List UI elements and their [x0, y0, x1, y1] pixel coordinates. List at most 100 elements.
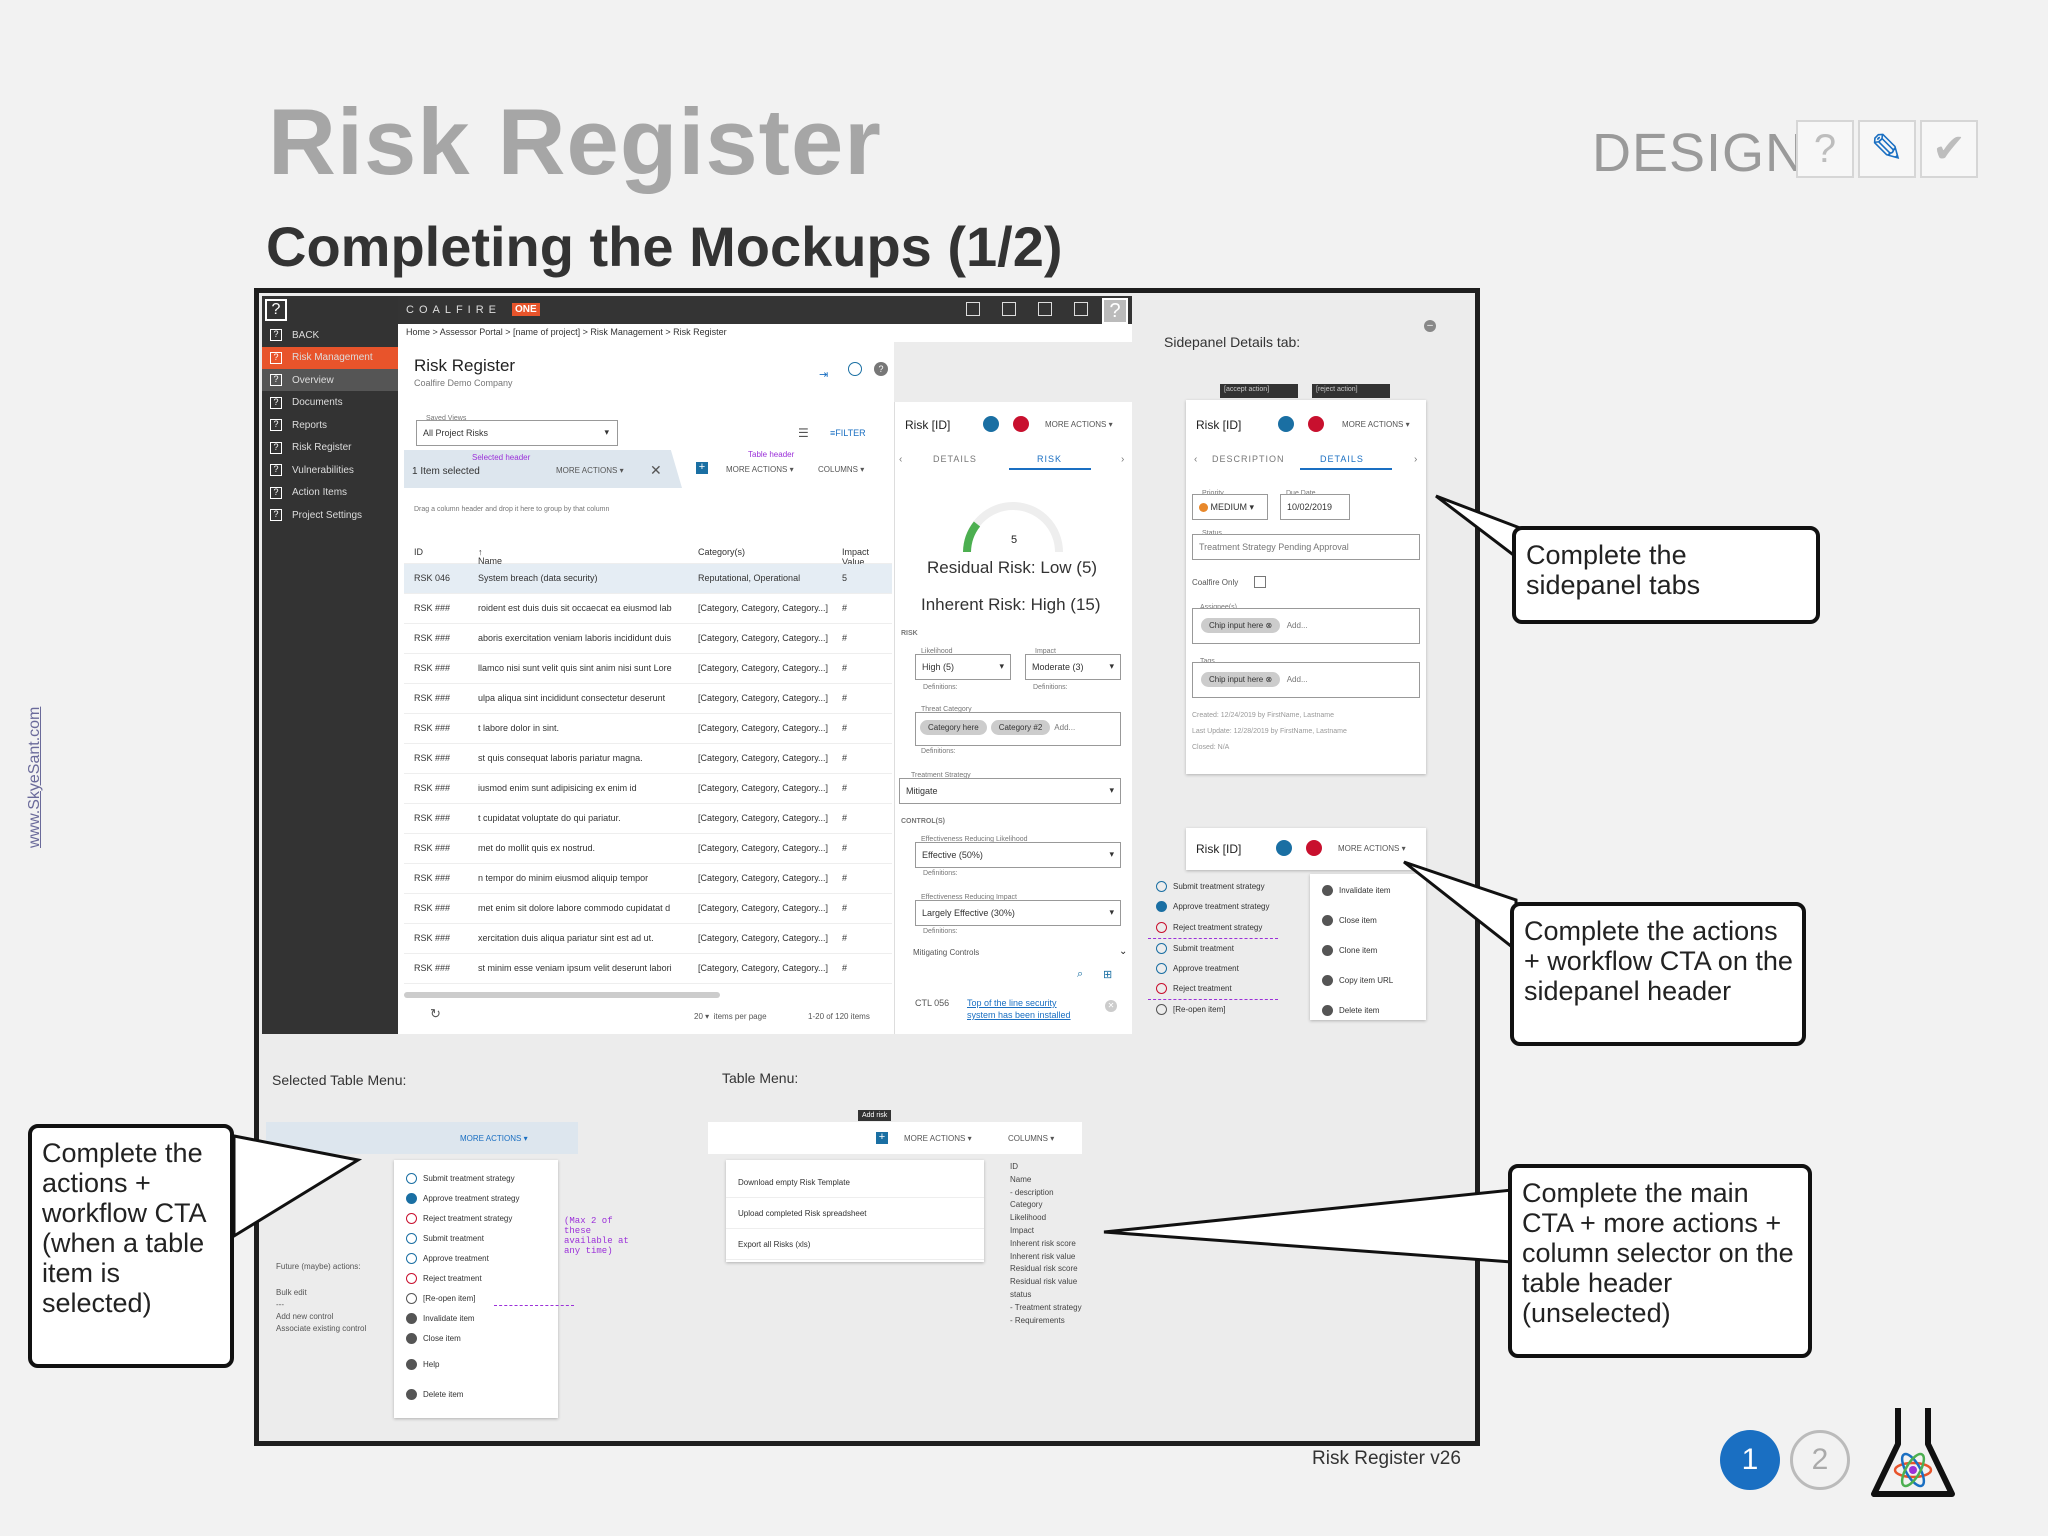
accept-action-button[interactable]: [accept action] — [1220, 384, 1298, 398]
risk-blue-dot[interactable] — [983, 416, 999, 432]
workflow-menu-item[interactable]: Reject treatment strategy — [1148, 917, 1278, 937]
actions-menu-item[interactable]: Copy item URL — [1310, 970, 1426, 990]
erl-definitions[interactable]: Definitions: — [923, 870, 958, 877]
refresh-icon[interactable]: ↻ — [430, 1006, 441, 1021]
help-icon[interactable]: ? — [265, 299, 287, 321]
add-control-icon[interactable]: ⊞ — [1103, 969, 1113, 981]
risk-more-actions-button[interactable]: MORE ACTIONS ▾ — [1338, 844, 1406, 853]
selected-menu-item[interactable]: Help — [394, 1354, 558, 1374]
page-current[interactable]: 1 — [1720, 1430, 1780, 1490]
table-row[interactable]: RSK ###met enim sit dolore labore commod… — [404, 894, 892, 924]
table-row[interactable]: RSK ###xercitation duis aliqua pariatur … — [404, 924, 892, 954]
threat-chip[interactable]: Category #2 — [990, 720, 1051, 735]
coalfire-only-checkbox[interactable] — [1254, 576, 1266, 588]
eri-select[interactable]: Largely Effective (30%)▾ — [915, 900, 1121, 926]
threat-chip[interactable]: Category here — [920, 720, 987, 735]
column-option[interactable]: Impact — [1010, 1226, 1035, 1235]
tab-risk[interactable]: RISK — [1037, 454, 1063, 464]
risk-more-actions-button[interactable]: MORE ACTIONS ▾ — [1342, 420, 1410, 429]
priority-select[interactable]: MEDIUM ▾ — [1192, 494, 1268, 520]
breadcrumb[interactable]: Home > Assessor Portal > [name of projec… — [398, 324, 1132, 342]
sidebar-item[interactable]: ?Risk Register — [262, 437, 398, 459]
column-option[interactable]: Inherent risk value — [1010, 1251, 1076, 1261]
threat-definitions[interactable]: Definitions: — [921, 748, 956, 755]
likelihood-select[interactable]: High (5)▾ — [915, 654, 1011, 680]
col-header-name[interactable]: Name ↑ — [478, 547, 503, 566]
columns-button[interactable]: COLUMNS ▾ — [1008, 1134, 1055, 1143]
selected-menu-item[interactable]: Reject treatment strategy — [394, 1208, 558, 1228]
actions-menu-item[interactable]: Clone item — [1310, 940, 1426, 960]
tab-details[interactable]: DETAILS — [1320, 454, 1364, 464]
column-option[interactable]: Category — [1010, 1200, 1043, 1210]
tab-description[interactable]: DESCRIPTION — [1212, 454, 1285, 464]
column-option[interactable]: Name — [1010, 1174, 1032, 1184]
column-option[interactable]: status — [1010, 1290, 1032, 1299]
chevron-down-icon[interactable]: ⌄ — [1119, 946, 1128, 957]
table-menu-item[interactable]: Upload completed Risk spreadsheet — [726, 1199, 984, 1229]
assignees-input[interactable]: Chip input here ⊗ Add... — [1192, 608, 1420, 644]
question-icon[interactable] — [1038, 302, 1052, 316]
treatment-select[interactable]: Mitigate▾ — [899, 778, 1121, 804]
table-row[interactable]: RSK ###iusmod enim sunt adipisicing ex e… — [404, 774, 892, 804]
selected-menu-item[interactable]: Submit treatment — [394, 1228, 558, 1248]
risk-red-dot[interactable] — [1013, 416, 1029, 432]
impact-select[interactable]: Moderate (3)▾ — [1025, 654, 1121, 680]
search-control-icon[interactable]: ⌕ — [1077, 968, 1084, 980]
edit-icon[interactable] — [1002, 302, 1016, 316]
selected-menu-item[interactable]: Approve treatment — [394, 1248, 558, 1268]
reject-action-button[interactable]: [reject action] — [1312, 384, 1390, 398]
more-actions-button[interactable]: MORE ACTIONS ▾ — [556, 466, 624, 475]
control-link[interactable]: Top of the line security — [967, 998, 1057, 1008]
table-row[interactable]: RSK ###st minim esse veniam ipsum velit … — [404, 954, 892, 984]
add-risk-button[interactable]: + — [696, 462, 708, 474]
tab-details[interactable]: DETAILS — [933, 454, 977, 464]
selected-menu-item[interactable]: Submit treatment strategy — [394, 1168, 558, 1188]
table-row[interactable]: RSK ###met do mollit quis ex nostrud.[Ca… — [404, 834, 892, 864]
selected-menu-item[interactable]: [Re-open item] — [394, 1288, 558, 1308]
sidebar-item[interactable]: ?Reports — [262, 414, 398, 436]
sidebar-item[interactable]: ?BACK — [262, 324, 398, 346]
table-row[interactable]: RSK ###roident est duis duis sit occaeca… — [404, 594, 892, 624]
column-option[interactable]: Residual risk score — [1010, 1264, 1078, 1274]
risk-more-actions-button[interactable]: MORE ACTIONS ▾ — [1045, 420, 1113, 429]
table-menu-item[interactable]: Export all Risks (xls) — [726, 1230, 984, 1260]
eri-definitions[interactable]: Definitions: — [923, 928, 958, 935]
selected-menu-item[interactable]: Approve treatment strategy — [394, 1188, 558, 1208]
mitigating-controls[interactable]: Mitigating Controls — [913, 948, 980, 957]
table-row[interactable]: RSK ###st quis consequat laboris pariatu… — [404, 744, 892, 774]
table-row[interactable]: RSK ###n tempor do minim eiusmod aliquip… — [404, 864, 892, 894]
column-option[interactable]: Residual risk value — [1010, 1277, 1078, 1287]
table-row[interactable]: RSK ###aboris exercitation veniam labori… — [404, 624, 892, 654]
selected-menu-item[interactable]: Reject treatment — [394, 1268, 558, 1288]
table-more-actions-button[interactable]: MORE ACTIONS ▾ — [904, 1134, 972, 1143]
column-option[interactable]: - description — [1010, 1187, 1054, 1197]
chip-add[interactable]: Add... — [1054, 723, 1076, 732]
workflow-menu-item[interactable]: Approve treatment strategy — [1148, 897, 1278, 917]
selected-menu-item[interactable]: Delete item — [394, 1384, 558, 1404]
horizontal-scrollbar[interactable] — [404, 992, 720, 998]
workflow-menu-item[interactable]: [Re-open item] — [1148, 999, 1278, 1019]
risk-blue-dot[interactable] — [1276, 840, 1292, 856]
col-header-category[interactable]: Category(s) — [698, 547, 746, 557]
due-date-input[interactable]: 10/02/2019 — [1280, 494, 1350, 520]
tab-next-icon[interactable]: › — [1121, 454, 1125, 465]
remove-control-icon[interactable]: ✕ — [1105, 1000, 1117, 1012]
notifications-icon[interactable] — [1074, 302, 1088, 316]
sidebar-item[interactable]: ?Project Settings — [262, 504, 398, 526]
workflow-menu-item[interactable]: Reject treatment — [1148, 979, 1278, 999]
help-icon[interactable] — [966, 302, 980, 316]
tags-input[interactable]: Chip input here ⊗ Add... — [1192, 662, 1420, 698]
close-icon[interactable]: ✕ — [650, 462, 662, 478]
erl-select[interactable]: Effective (50%)▾ — [915, 842, 1121, 868]
risk-red-dot[interactable] — [1308, 416, 1324, 432]
help-icon[interactable]: ? — [874, 362, 888, 376]
sidebar-item[interactable]: ?Overview — [262, 369, 398, 391]
sidebar-item[interactable]: ?Risk Management — [262, 346, 398, 369]
saved-views-select[interactable]: All Project Risks▾ — [416, 420, 618, 446]
tab-prev-icon[interactable]: ‹ — [899, 454, 903, 465]
table-more-actions-button[interactable]: MORE ACTIONS ▾ — [726, 465, 794, 474]
tab-next-icon[interactable]: › — [1414, 454, 1418, 465]
workflow-menu-item[interactable]: Approve treatment — [1148, 958, 1278, 978]
selected-menu-item[interactable]: Close item — [394, 1328, 558, 1348]
